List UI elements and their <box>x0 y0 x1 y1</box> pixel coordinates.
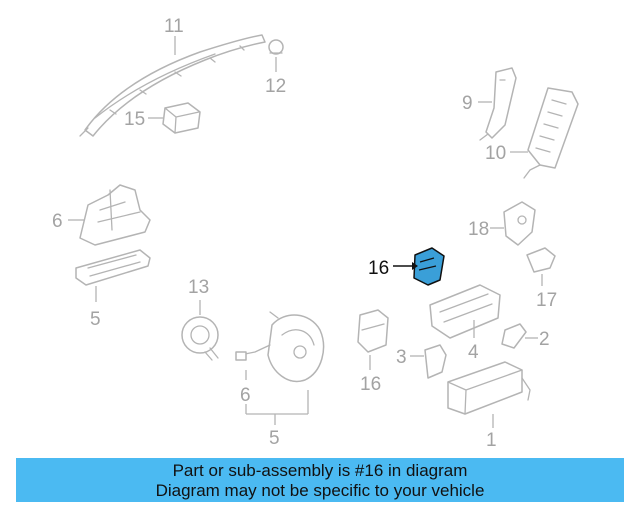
callout-12: 12 <box>265 76 286 97</box>
callout-7: 5 <box>90 309 101 330</box>
part-7-knee-airbag <box>75 249 151 286</box>
callout-14: 15 <box>124 109 145 130</box>
callout-17: 17 <box>536 290 557 311</box>
callout-18: 18 <box>468 219 489 240</box>
callout-13: 13 <box>188 277 209 298</box>
part-9-pillar-trim <box>479 67 517 141</box>
part-12-clip <box>268 39 284 55</box>
part-5-driver-airbag <box>235 311 325 383</box>
callout-2: 2 <box>539 329 550 350</box>
part-2-bracket <box>501 323 527 349</box>
part-13-clock-spring <box>181 316 219 361</box>
leader-16-arrow <box>412 262 418 270</box>
part-3-bracket <box>424 344 447 379</box>
part-17-sensor <box>526 247 556 273</box>
callout-10: 10 <box>485 143 506 164</box>
part-15-sensor <box>357 309 389 353</box>
part-1-inflator <box>447 361 531 415</box>
part-16-highlighted <box>413 247 445 286</box>
part-18-bracket <box>503 201 536 246</box>
part-8-bracket <box>79 184 151 246</box>
callout-3: 3 <box>396 347 407 368</box>
part-10-side-airbag <box>523 87 579 179</box>
callout-11: 11 <box>164 16 184 37</box>
callout-16: 16 <box>368 258 389 279</box>
callout-9: 9 <box>462 93 473 114</box>
parts-diagram: 11 12 15 9 10 6 5 <box>52 16 579 451</box>
callout-5: 5 <box>269 428 280 449</box>
callout-8: 6 <box>52 211 63 232</box>
banner-line-2: Diagram may not be specific to your vehi… <box>155 481 485 500</box>
callout-1: 1 <box>486 430 497 451</box>
callout-4: 4 <box>468 342 479 363</box>
part-4-passenger-airbag <box>429 284 501 339</box>
part-11-curtain-airbag <box>79 34 266 137</box>
callout-6: 6 <box>240 385 251 406</box>
callout-15: 16 <box>360 374 381 395</box>
part-14-module <box>162 102 201 134</box>
banner-line-1: Part or sub-assembly is #16 in diagram <box>172 461 468 480</box>
info-banner: Part or sub-assembly is #16 in diagram D… <box>16 458 624 502</box>
